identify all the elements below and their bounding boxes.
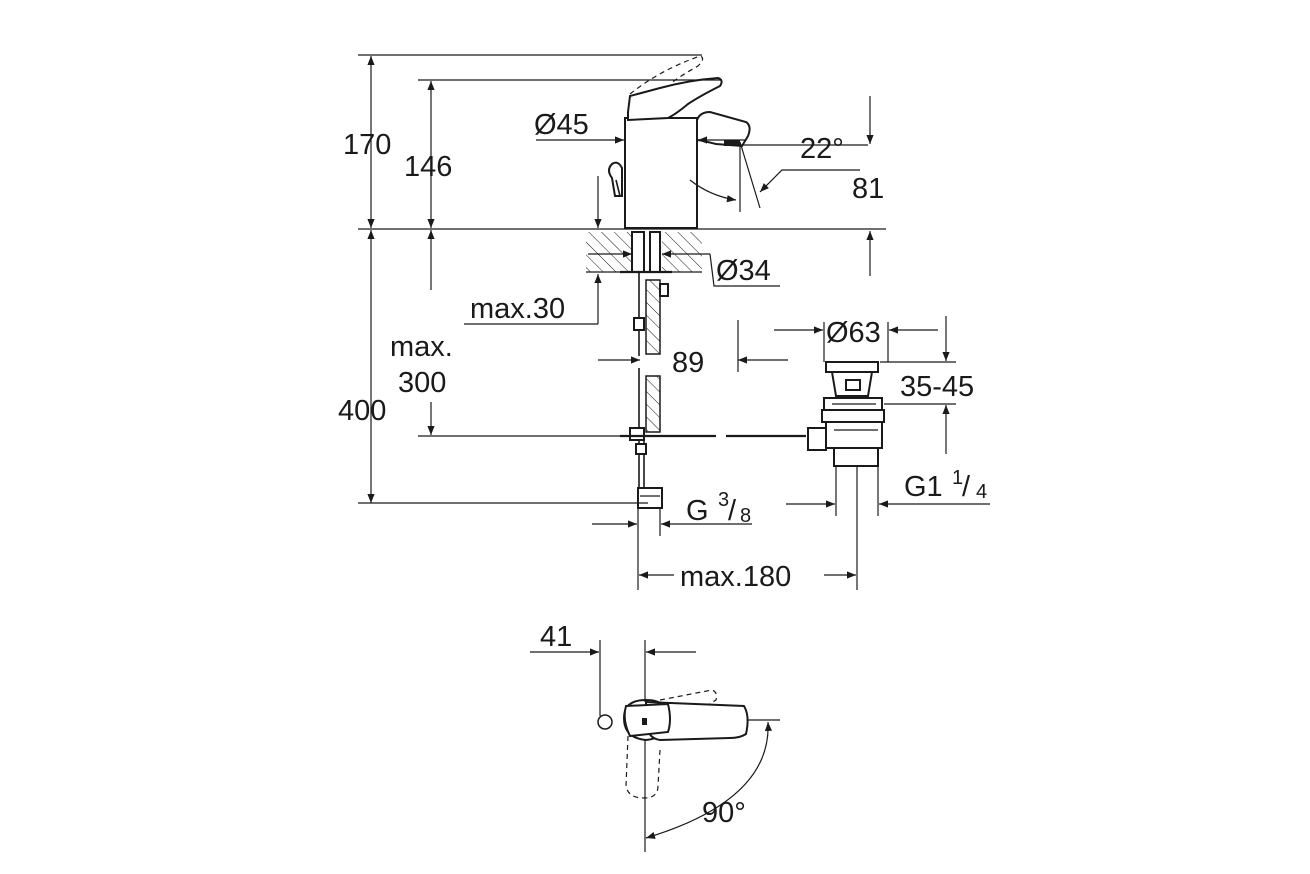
label-max-distance: max.180 [680, 561, 791, 593]
dimension-lines [358, 54, 990, 590]
spout-aerator [724, 140, 740, 146]
label-supply-thread-num: 3 [718, 489, 729, 511]
label-lift-rod: 89 [672, 347, 704, 379]
label-waste-thread-den: 4 [976, 481, 987, 503]
label-spout-angle: 22° [800, 133, 844, 165]
label-body-diameter: Ø45 [534, 109, 589, 141]
label-waste-thread-num: 1 [952, 467, 963, 489]
waste-assembly [807, 361, 885, 467]
lever-raised-outline [629, 55, 704, 95]
supply-hoses [620, 231, 672, 509]
pop-up-rod [608, 161, 623, 197]
label-deck-thickness: max.30 [470, 293, 565, 325]
faucet-lever [627, 76, 723, 122]
label-supply-length: 300 [398, 367, 446, 399]
label-hole-diameter: Ø34 [716, 255, 771, 287]
label-supply-prefix: max. [390, 331, 453, 363]
faucet-plan-view [530, 640, 780, 852]
svg-text:/: / [962, 471, 971, 503]
faucet-body [624, 117, 698, 229]
label-waste-diameter: Ø63 [826, 317, 881, 349]
label-supply-thread-den: 8 [740, 505, 751, 527]
label-plan-offset: 41 [540, 621, 572, 653]
faucet-side-view [608, 55, 751, 229]
label-spout-height: 81 [852, 173, 884, 205]
label-height-spout: 146 [404, 151, 452, 183]
faucet-spout [696, 110, 751, 148]
label-rotation-angle: 90° [702, 797, 746, 829]
svg-text:/: / [728, 495, 737, 527]
label-supply-thread: G [686, 495, 709, 527]
plan-pop-up-knob [597, 714, 613, 730]
label-height-total: 170 [343, 129, 391, 161]
label-waste-range: 35-45 [900, 371, 974, 403]
dimension-labels: 170 146 Ø45 22° 81 Ø34 max.30 max. 300 4… [338, 109, 987, 829]
label-total-depth: 400 [338, 395, 386, 427]
label-waste-thread: G1 [904, 471, 943, 503]
